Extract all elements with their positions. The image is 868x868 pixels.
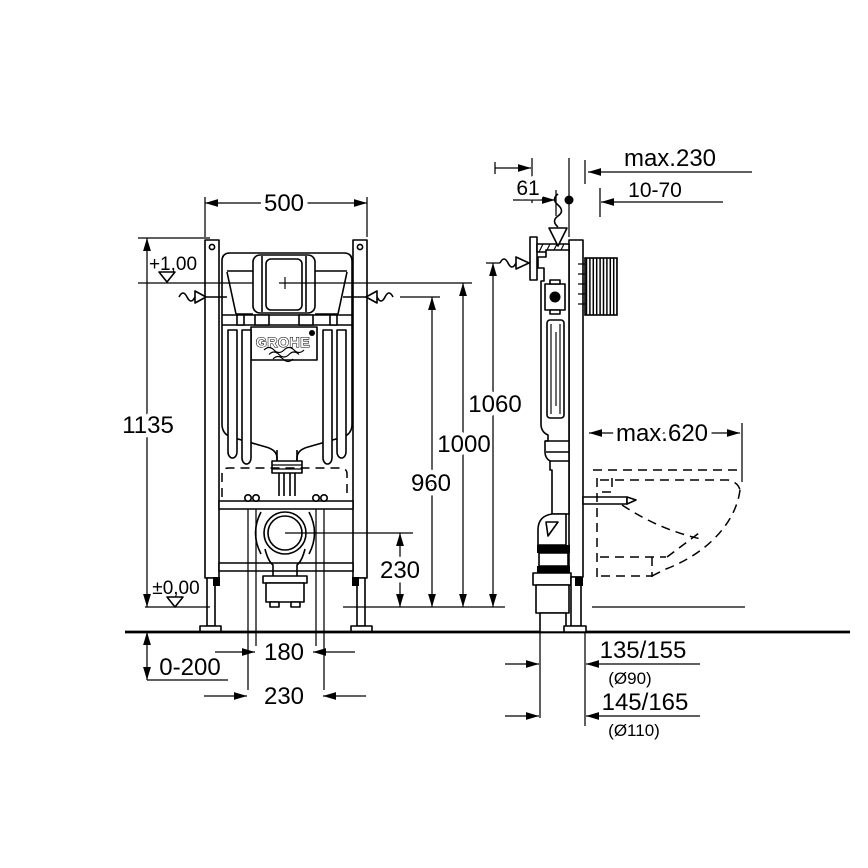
dim-drain-90-dia: (Ø90) [608,669,651,688]
dim-bolt-230: 230 [264,683,304,710]
cross-member-lower [218,562,354,572]
bowl-outline-front [221,467,348,497]
dimensions-front: 500 1135 +1,00 ±0,00 0-200 180 230 230 9… [118,186,530,710]
side-view [529,193,741,633]
dim-height-1000: 1000 [437,431,490,458]
drain-elbow [532,513,572,633]
registered-mark-dot [309,330,315,336]
front-view: GROHE [138,239,472,690]
dim-bolt-180: 180 [264,639,304,666]
wall-anchor-arrow-right [343,290,394,304]
dimensions-side: max.230 10-70 61 max.620 135/155 (Ø90) 1… [494,145,752,740]
dim-outlet-height-230: 230 [380,557,420,584]
dim-drain-110-dia: (Ø110) [608,721,660,740]
wall-finish-hatch [584,257,618,316]
dim-height-960: 960 [411,470,451,497]
dim-wall-range: 10-70 [628,179,682,202]
logo-waves [263,346,305,363]
dim-max-620: max.620 [616,420,708,447]
bowl-outline-side [593,469,741,577]
tank-interior [226,270,348,315]
level-zero: ±0,00 [152,578,199,599]
dim-foot-range: 0-200 [159,654,220,681]
brand-logo: GROHE [250,326,318,363]
flush-pipe [271,450,303,496]
dim-width-500: 500 [264,190,304,217]
dim-height-1060: 1060 [468,391,521,418]
dim-height-1135: 1135 [122,412,174,439]
fill-valve-fitting [544,279,566,315]
level-plus-100: +1,00 [149,254,197,275]
wall-anchor-arrow-left [178,290,227,304]
datum-point [564,195,574,205]
dim-61: 61 [516,177,539,200]
water-supply-symbol [548,193,568,247]
dim-drain-110: 145/165 [602,689,689,716]
frame-rail-left [204,239,220,579]
wall-bracket [529,236,570,281]
frame-rail-side [568,239,584,578]
bolt-extension-lines [247,509,325,690]
frame-rail-right [352,239,368,579]
support-foot-side [563,576,587,633]
dim-drain-90: 135/155 [600,637,687,664]
drain-outlet [254,511,316,608]
mounting-rod [582,496,637,505]
cross-member-upper [218,500,354,510]
brand-logo-text: GROHE [256,334,310,350]
dim-max-230: max.230 [624,145,716,172]
